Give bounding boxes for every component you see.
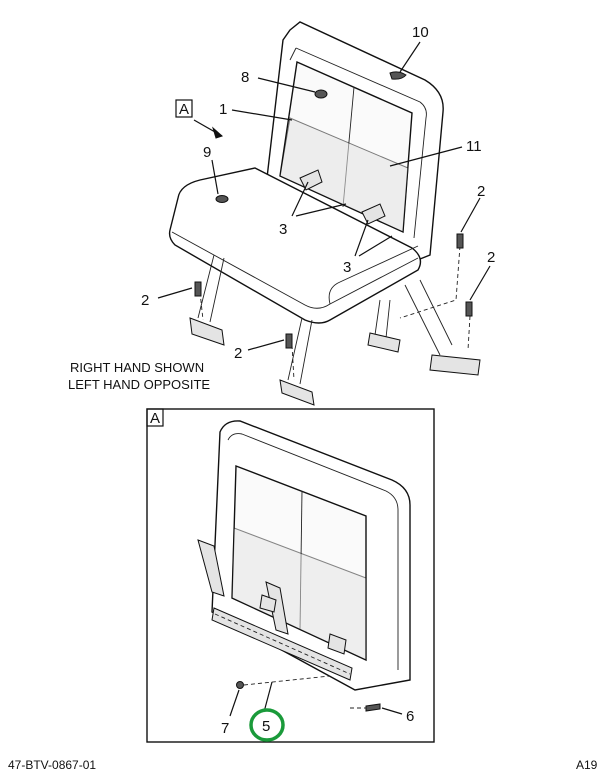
- handhold-8: [314, 89, 328, 99]
- bolt-2-c: [456, 233, 464, 249]
- strap-left: [197, 539, 225, 597]
- callout-2-upper-right: 2: [477, 183, 485, 200]
- strap-mid: [265, 581, 289, 635]
- callout-8: 8: [241, 69, 249, 86]
- buckle-right: [361, 203, 386, 225]
- screw-6: [365, 703, 381, 712]
- sheet-code: A19: [576, 758, 598, 772]
- seat-cushion: [168, 167, 422, 324]
- detail-view-frame: [146, 408, 435, 743]
- callout-2-left: 2: [141, 292, 149, 309]
- logo-9: [215, 195, 229, 203]
- seat-back-rear-view: [197, 420, 411, 712]
- callout-9: 9: [203, 144, 211, 161]
- drawing-number: 47-BTV-0867-01: [8, 758, 96, 772]
- seat-assembly-top: [168, 21, 481, 406]
- nut-7: [236, 681, 244, 689]
- note-line-1: RIGHT HAND SHOWN: [70, 360, 204, 375]
- callout-3-right: 3: [343, 259, 351, 276]
- callout-2-mid: 2: [234, 345, 242, 362]
- callout-3-left: 3: [279, 221, 287, 238]
- leg-front-left: [197, 254, 225, 323]
- bolt-2-b: [285, 333, 293, 349]
- callout-5: 5: [262, 718, 270, 735]
- leg-front-right: [279, 379, 315, 406]
- leader-lines-top: [157, 41, 491, 351]
- view-tag-detail: A: [150, 410, 160, 427]
- callout-6: 6: [406, 708, 414, 725]
- view-tag-top: A: [179, 101, 189, 118]
- highlight-ring-5: [249, 708, 285, 742]
- buckle-left: [299, 169, 323, 191]
- note-line-2: LEFT HAND OPPOSITE: [68, 377, 210, 392]
- bolt-2-a: [194, 281, 202, 297]
- grab-handle-10: [389, 71, 407, 80]
- callout-10: 10: [412, 24, 429, 41]
- callout-11: 11: [466, 138, 482, 155]
- bolt-group-top: [194, 233, 473, 349]
- seat-back-frame: [295, 47, 427, 239]
- callout-2-lower-right: 2: [487, 249, 495, 266]
- callout-7: 7: [221, 720, 229, 737]
- leg-rear-right: [404, 279, 453, 356]
- view-tag-box-detail: [146, 408, 164, 427]
- callout-1: 1: [219, 101, 227, 118]
- view-tag-box-top: [175, 99, 193, 118]
- bolt-2-d: [465, 301, 473, 317]
